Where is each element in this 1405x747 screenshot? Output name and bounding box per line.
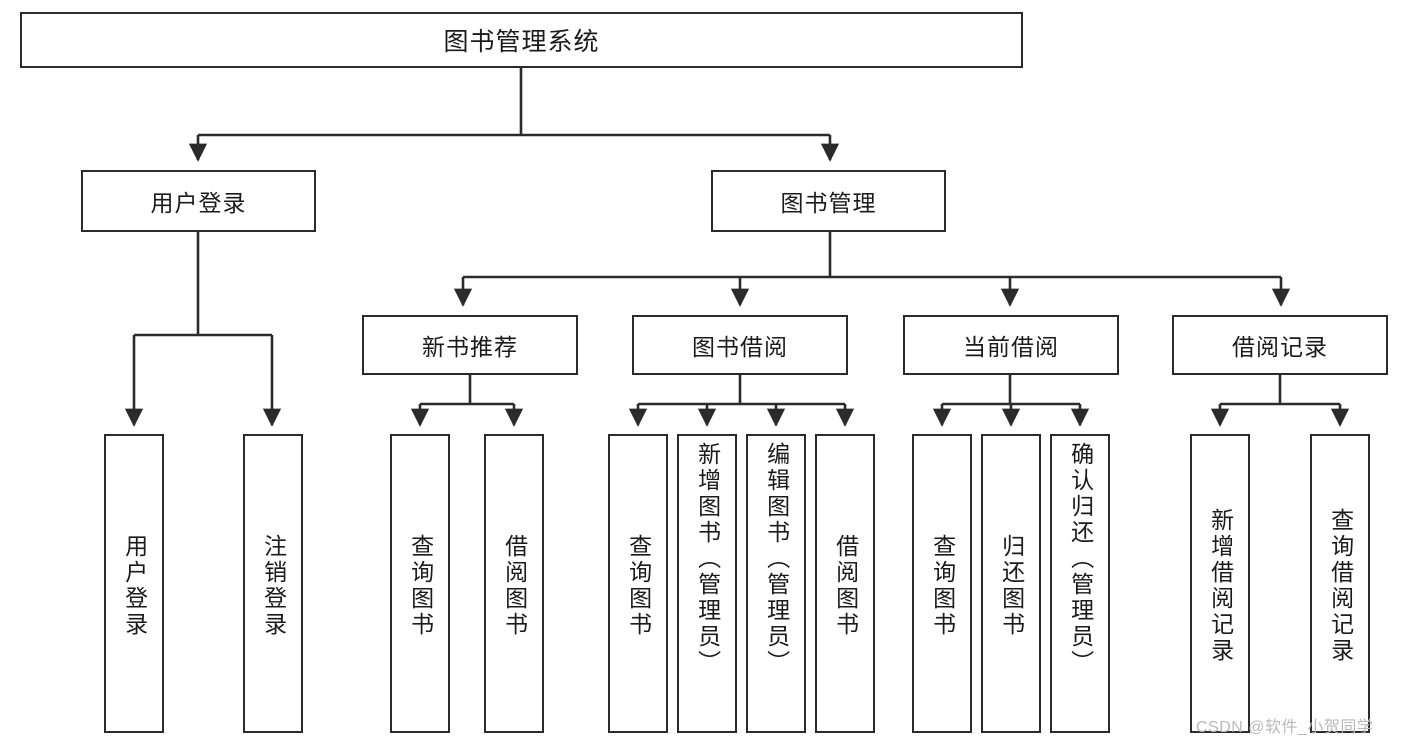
node-current-borrow[interactable]: 当前借阅 — [903, 315, 1119, 375]
leaf-current-confirm-return-admin[interactable]: 确认归还（管理员） — [1050, 434, 1110, 733]
node-label: 借阅图书 — [832, 533, 859, 638]
leaf-user-login-signin[interactable]: 用户登录 — [104, 434, 164, 733]
leaf-record-add-record[interactable]: 新增借阅记录 — [1190, 434, 1250, 733]
node-book-management[interactable]: 图书管理 — [711, 170, 946, 232]
node-label: 查询图书 — [929, 533, 956, 638]
node-label: 确认归还（管理员） — [1067, 442, 1094, 676]
node-label: 注销登录 — [260, 533, 287, 638]
leaf-recommend-query-book[interactable]: 查询图书 — [390, 434, 450, 733]
node-label: 新书推荐 — [422, 334, 518, 360]
node-borrow-record[interactable]: 借阅记录 — [1172, 315, 1388, 375]
node-new-book-recommend[interactable]: 新书推荐 — [362, 315, 578, 375]
leaf-current-return-book[interactable]: 归还图书 — [981, 434, 1041, 733]
node-label: 新增借阅记录 — [1207, 507, 1234, 664]
node-label: 查询借阅记录 — [1327, 507, 1354, 664]
node-label: 编辑图书（管理员） — [763, 442, 790, 676]
node-label: 借阅记录 — [1232, 334, 1328, 360]
leaf-record-query-record[interactable]: 查询借阅记录 — [1310, 434, 1370, 733]
node-label: 新增图书（管理员） — [694, 442, 721, 676]
node-label: 图书借阅 — [692, 334, 788, 360]
node-label: 用户登录 — [121, 533, 148, 638]
node-label: 当前借阅 — [963, 334, 1059, 360]
node-label: 查询图书 — [625, 533, 652, 638]
watermark-text: CSDN @软件_小贺同学 — [1196, 719, 1374, 736]
leaf-recommend-borrow-book[interactable]: 借阅图书 — [484, 434, 544, 733]
node-label: 图书管理 — [780, 190, 877, 216]
node-book-borrow[interactable]: 图书借阅 — [632, 315, 848, 375]
leaf-current-query-book[interactable]: 查询图书 — [912, 434, 972, 733]
node-user-login[interactable]: 用户登录 — [81, 170, 316, 232]
node-label: 图书管理系统 — [443, 28, 600, 56]
leaf-borrow-edit-book-admin[interactable]: 编辑图书（管理员） — [746, 434, 806, 733]
leaf-borrow-add-book-admin[interactable]: 新增图书（管理员） — [677, 434, 737, 733]
node-label: 借阅图书 — [501, 533, 528, 638]
leaf-borrow-borrow-book[interactable]: 借阅图书 — [815, 434, 875, 733]
node-root-system[interactable]: 图书管理系统 — [20, 12, 1023, 68]
node-label: 用户登录 — [150, 190, 247, 216]
node-label: 归还图书 — [998, 533, 1025, 638]
leaf-user-login-signout[interactable]: 注销登录 — [243, 434, 303, 733]
leaf-borrow-query-book[interactable]: 查询图书 — [608, 434, 668, 733]
node-label: 查询图书 — [407, 533, 434, 638]
